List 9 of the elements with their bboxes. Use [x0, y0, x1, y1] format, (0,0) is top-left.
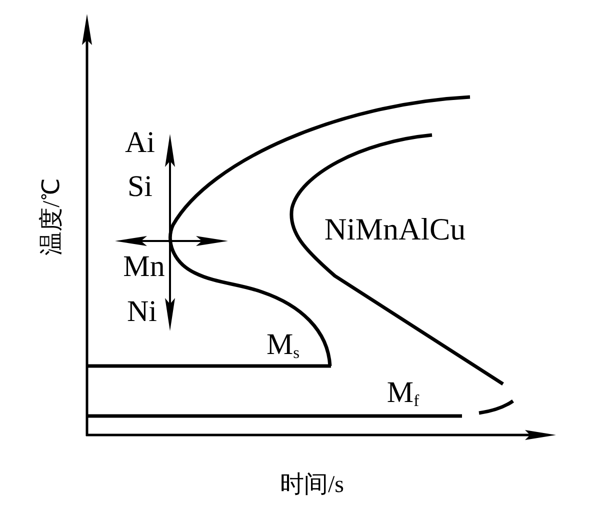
element-label: Ni — [127, 297, 157, 327]
curve-label: M$_{f}$ — [386, 378, 420, 408]
axis-label: 温度/℃ — [40, 178, 64, 256]
element-label: Ai — [125, 128, 155, 158]
axis-label: 时间/s — [280, 473, 344, 497]
element-label: Mn — [123, 252, 165, 282]
alloy-label: NiMnAlCu — [324, 214, 466, 244]
curve-label: M$_{s}$ — [266, 330, 300, 360]
element-label: Si — [127, 172, 153, 202]
